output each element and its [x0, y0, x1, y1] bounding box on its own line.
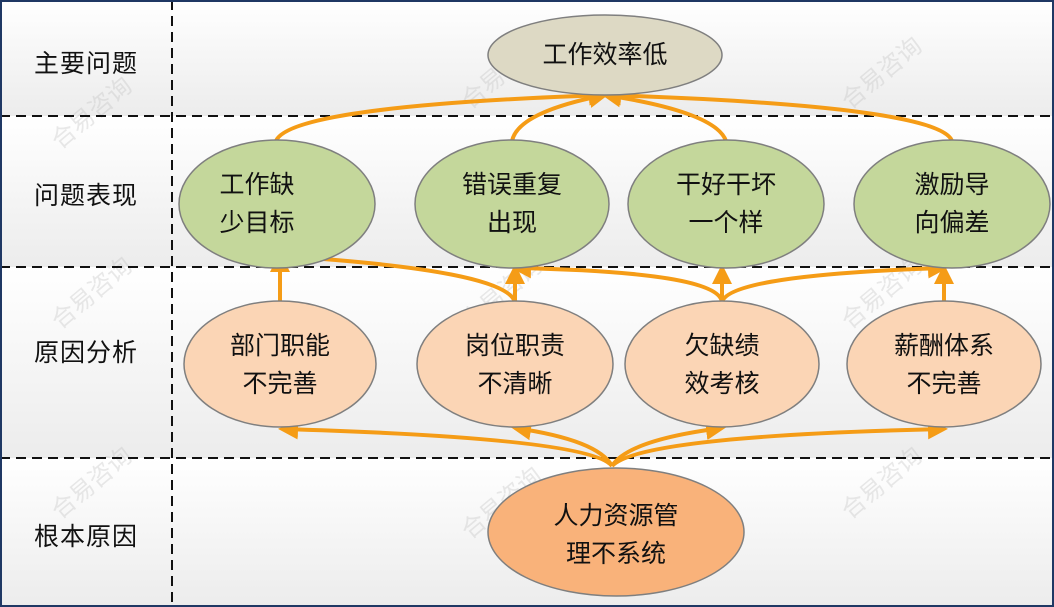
arrow-s2-top: [510, 88, 609, 142]
arrow-s4-top: [601, 85, 954, 142]
node-top-label: 工作效率低: [542, 40, 668, 69]
node-s2-label: 错误重复 出现: [461, 170, 562, 237]
arrow-s1-top: [274, 85, 609, 143]
node-c3-label: 欠缺绩 效考核: [684, 331, 760, 398]
node-s4-label: 激励导 向偏差: [914, 170, 990, 237]
node-c4-label: 薪酬体系 不完善: [893, 331, 994, 398]
node-s3-label: 干好干坏 一个样: [675, 170, 776, 237]
node-top-shape: [487, 14, 723, 96]
node-c3-shape: [624, 300, 820, 428]
row-label-causes: 原因分析: [33, 338, 138, 367]
row-label-root: 根本原因: [33, 522, 138, 551]
row-label-symptoms: 问题表现: [33, 181, 138, 210]
node-s2-shape: [414, 139, 610, 269]
arrow-root-c2: [511, 420, 614, 468]
node-c1-shape: [183, 300, 377, 428]
arrow-s3-top: [601, 87, 728, 142]
arrow-c2-s1: [276, 247, 517, 303]
arrows: [270, 85, 954, 468]
arrow-root-c4: [610, 419, 948, 468]
node-s3-shape: [627, 139, 825, 269]
node-s1-label: 工作缺 少目标: [219, 170, 295, 237]
arrow-c3-s2: [511, 258, 724, 303]
node-s1-shape: [178, 139, 376, 269]
node-c4-shape: [846, 300, 1042, 428]
node-c1-label: 部门职能 不完善: [229, 331, 330, 398]
row-label-main-problem: 主要问题: [33, 49, 138, 78]
node-c2-shape: [416, 300, 614, 428]
node-root-shape: [487, 467, 745, 597]
arrow-c3-s4: [720, 258, 948, 303]
node-root-label: 人力资源管 理不系统: [553, 501, 679, 568]
node-c2-label: 岗位职责 不清晰: [464, 331, 565, 398]
arrow-root-c1: [278, 419, 614, 468]
node-s4-shape: [853, 139, 1051, 269]
